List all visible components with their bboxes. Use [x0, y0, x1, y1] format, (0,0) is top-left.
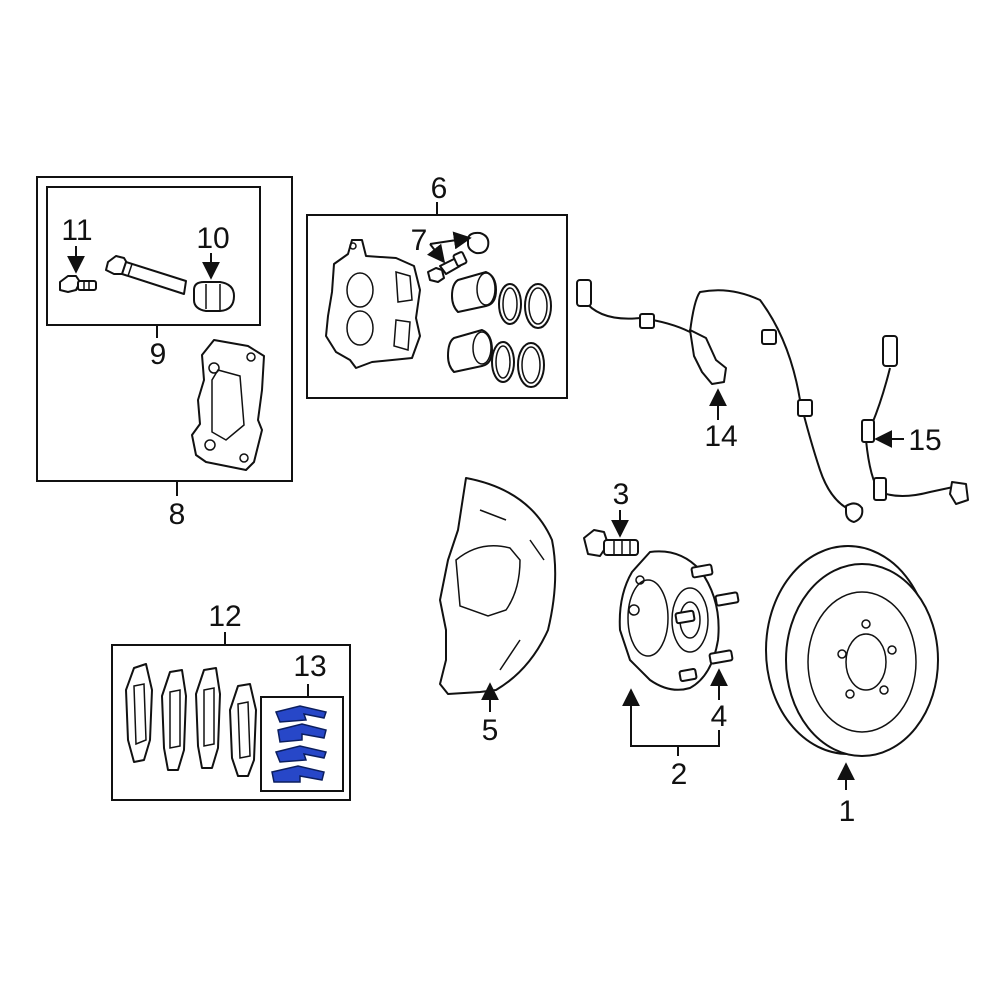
callout-9: 9	[150, 338, 167, 371]
part-5-splash-shield[interactable]	[439, 477, 557, 695]
part-piston-lower[interactable]	[447, 329, 493, 373]
part-7-bleeder[interactable]	[427, 231, 490, 283]
part-seal-upper-2[interactable]	[524, 283, 552, 329]
part-13-pad-clip-1[interactable]	[274, 705, 327, 723]
part-guide-pin[interactable]	[105, 255, 187, 295]
part-4-wheel-stud[interactable]	[674, 563, 740, 682]
part-8-caliper-bracket[interactable]	[191, 339, 265, 471]
part-11-bolt[interactable]	[59, 275, 97, 293]
leader-7b	[429, 231, 472, 250]
callout-13: 13	[293, 650, 326, 683]
callout-11: 11	[61, 214, 92, 247]
part-6-caliper-housing[interactable]	[325, 239, 421, 369]
callout-14: 14	[704, 420, 737, 453]
leader-7a	[426, 243, 446, 264]
callout-6: 6	[431, 172, 448, 205]
box-pad-kit-12	[111, 644, 351, 801]
part-15-brake-wear-sensor[interactable]	[861, 335, 969, 505]
callout-7: 7	[411, 224, 428, 257]
callout-8: 8	[169, 498, 186, 531]
part-piston-upper[interactable]	[451, 271, 497, 313]
box-kit-8	[36, 176, 293, 482]
part-10-boot[interactable]	[193, 281, 235, 312]
part-12-brake-pad-1[interactable]	[125, 663, 153, 763]
callout-10: 10	[196, 222, 229, 255]
leader-2	[622, 688, 720, 747]
part-13-pad-clip-3[interactable]	[274, 745, 327, 763]
part-12-brake-pad-2[interactable]	[161, 669, 187, 771]
part-seal-lower-1[interactable]	[491, 341, 515, 383]
part-seal-upper-1[interactable]	[498, 283, 522, 325]
part-1-brake-rotor[interactable]	[765, 545, 939, 757]
part-13-pad-clip-2[interactable]	[277, 723, 327, 743]
box-clip-kit-13	[260, 696, 344, 792]
callout-5: 5	[482, 714, 499, 747]
callout-12: 12	[208, 600, 241, 633]
part-3-bolt[interactable]	[583, 529, 639, 557]
callout-4: 4	[711, 700, 728, 733]
box-kit-9	[46, 186, 261, 326]
part-14-wheel-speed-sensor[interactable]	[576, 279, 864, 523]
callout-15: 15	[908, 424, 941, 457]
callout-2: 2	[671, 758, 688, 791]
callout-1: 1	[839, 795, 856, 828]
part-12-brake-pad-4[interactable]	[229, 683, 257, 777]
part-13-pad-clip-4[interactable]	[271, 765, 325, 783]
part-12-brake-pad-3[interactable]	[195, 667, 221, 769]
part-seal-lower-2[interactable]	[517, 342, 545, 388]
callout-3: 3	[613, 478, 630, 511]
